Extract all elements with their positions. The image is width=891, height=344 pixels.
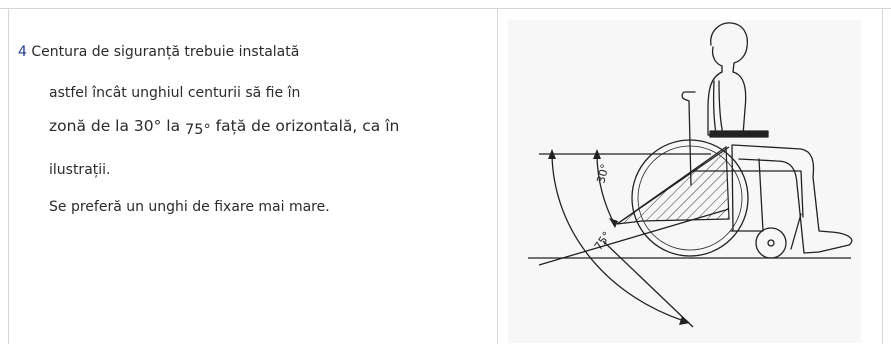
instruction-line-1: 4 Centura de siguranță trebuie instalată — [18, 43, 299, 61]
belt-line-lower — [538, 208, 730, 266]
occupant-neck — [711, 46, 723, 73]
belt-line-75 — [602, 240, 694, 328]
wheelchair-caster-hub — [767, 239, 775, 247]
belt-line-30 — [616, 146, 730, 225]
wheelchair-frame — [692, 144, 804, 250]
wheelchair-backrest — [681, 91, 696, 186]
instruction-text-3a: zonă de la 30° la — [49, 117, 186, 135]
instruction-text-3b: față de orizontală, ca în — [210, 117, 400, 135]
wheelchair-rear-wheel — [631, 139, 749, 257]
arrow-75-bottom — [679, 316, 690, 325]
arrow-30-bottom — [609, 218, 618, 228]
arrow-75-top — [548, 149, 556, 159]
instruction-line-3: zonă de la 30° la 75° față de orizontală… — [49, 117, 400, 138]
arrow-30-top — [593, 149, 601, 159]
step-number: 4 — [18, 44, 27, 60]
instruction-line-2: astfel încât unghiul centurii să fie în — [49, 85, 301, 101]
wheelchair-seatbelt-illustration: 30° 75° — [508, 20, 861, 343]
occupant-torso — [707, 71, 747, 138]
angle-arc-75 — [551, 153, 685, 322]
instruction-text-1: Centura de siguranță trebuie instalată — [31, 44, 300, 60]
table-column-divider — [497, 8, 498, 344]
table-top-border — [0, 8, 891, 9]
wheelchair-seat-cushion — [709, 130, 769, 138]
instruction-line-4: ilustrații. — [49, 162, 111, 178]
angle-label-30: 30° — [594, 163, 612, 185]
occupant-head — [710, 22, 749, 73]
wheelchair-hand-rim — [637, 145, 743, 251]
instruction-line-5: Se preferă un unghi de fixare mai mare. — [49, 199, 330, 215]
occupant-leg — [732, 144, 853, 254]
table-right-border — [882, 8, 883, 344]
table-left-border — [8, 8, 9, 344]
instruction-text-3-angle: 75° — [185, 122, 211, 138]
